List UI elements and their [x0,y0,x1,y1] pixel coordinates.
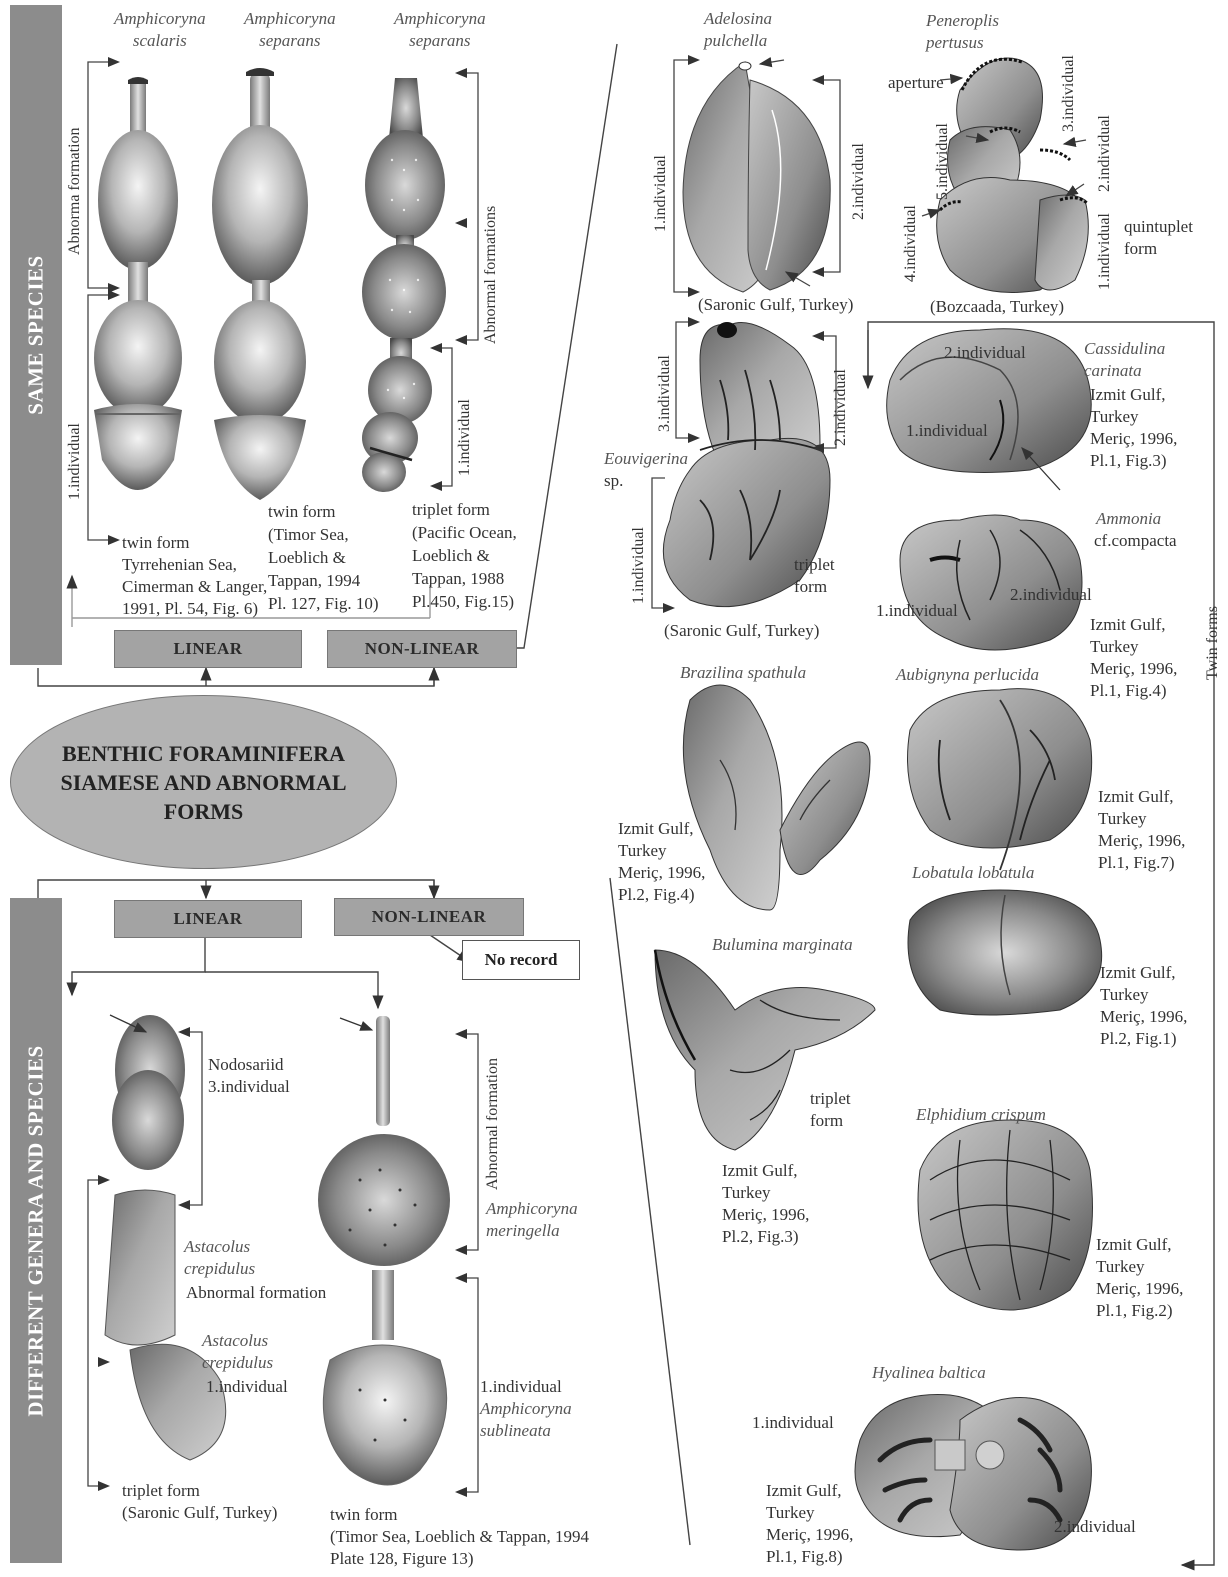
peneroplis-individual-4: 4.individual [902,205,920,282]
amphicoryna-separans-figure [212,68,308,500]
ammonia-compacta-figure [900,515,1082,650]
lobatula-name: Lobatula lobatula [912,862,1034,884]
peneroplis-individual-1: 1.individual [1096,213,1114,290]
hyalinea-reference: Izmit Gulf, Turkey Meriç, 1996, Pl.1, Fi… [766,1480,853,1568]
adelosina-individual-1: 1.individual [652,155,670,232]
eouvigerina-individual-2: 2.individual [832,369,850,446]
abnormal-formation-label: Abnormal formation [186,1282,326,1304]
bulumina-reference: Izmit Gulf, Turkey Meriç, 1996, Pl.2, Fi… [722,1160,809,1248]
amphicoryna-meringella-figure [318,1016,450,1485]
abnormal-formations-label: Abnormal formations [482,206,500,344]
eouvigerina-location: (Saronic Gulf, Turkey) [664,620,819,642]
meringella-label: Amphicoryna meringella [486,1198,578,1242]
individual-left-label: 1.individual [66,423,84,500]
adelosina-pulchella-figure [683,62,830,292]
elphidium-crispum-figure [918,1120,1093,1310]
caption-separans-1: twin form (Timor Sea, Loeblich & Tappan,… [268,500,379,615]
nonlinear-box-bottom: NON-LINEAR [334,898,524,936]
elphidium-reference: Izmit Gulf, Turkey Meriç, 1996, Pl.1, Fi… [1096,1234,1183,1322]
peneroplis-name: Peneroplis pertusus [926,10,999,54]
aperture-label: aperture [888,72,944,94]
species-label-scalaris: Amphicoryna scalaris [114,8,206,52]
peneroplis-individual-3: 3.individual [1060,55,1078,132]
twin-form-caption: twin form (Timor Sea, Loeblich & Tappan,… [330,1504,589,1570]
linear-box-bottom: LINEAR [114,900,302,938]
quintuplet-form-label: quintuplet form [1124,216,1193,260]
hyalinea-name: Hyalinea baltica [872,1362,986,1384]
hyalinea-individual-2: 2.individual [1054,1516,1136,1538]
eouvigerina-individual-1: 1.individual [630,527,648,604]
no-record-box: No record [462,940,580,980]
brazilina-spathula-figure [683,685,870,910]
individual-right-label: 1.individual [456,399,474,476]
sublineata-label: Amphicoryna sublineata [480,1398,572,1442]
bulumina-name: Bulumina marginata [712,934,853,956]
nonlinear-box-top: NON-LINEAR [327,630,517,668]
bulumina-triplet: triplet form [810,1088,851,1132]
eouvigerina-triplet: triplet form [794,554,835,598]
lobatula-lobatula-figure [908,890,1102,1015]
twin-forms-label: Twin forms [1204,606,1222,680]
cassidulina-individual-1: 1.individual [906,420,988,442]
linear-box-top: LINEAR [114,630,302,668]
same-species-band: SAME SPECIES [10,5,62,665]
ammonia-individual-2: 2.individual [1010,584,1092,606]
eouvigerina-name: Eouvigerina [604,448,688,470]
different-genera-band: DIFFERENT GENERA AND SPECIES [10,898,62,1563]
astacolus-label-2: Astacolus crepidulus [202,1330,273,1374]
species-label-separans-1: Amphicoryna separans [244,8,336,52]
abnorma-formation-label: Abnorma formation [66,127,84,255]
adelosina-individual-2: 2.individual [850,143,868,220]
central-title: BENTHIC FORAMINIFERA SIAMESE AND ABNORMA… [60,739,346,826]
aubignyna-reference: Izmit Gulf, Turkey Meriç, 1996, Pl.1, Fi… [1098,786,1185,874]
amphicoryna-separans-triplet-figure [362,78,446,492]
astacolus-individual-label: 1.individual [206,1376,288,1398]
adelosina-name: Adelosina pulchella [704,8,772,52]
caption-separans-2: triplet form (Pacific Ocean, Loeblich & … [412,498,517,613]
sublineata-individual-label: 1.individual [480,1376,562,1398]
peneroplis-individual-5: 5.individual [934,123,952,200]
caption-scalaris: twin form Tyrrehenian Sea, Cimerman & La… [122,532,267,620]
ammonia-name: Ammonia [1096,508,1161,530]
eouvigerina-individual-3: 3.individual [656,355,674,432]
cassidulina-name: Cassidulina carinata [1084,338,1165,382]
ammonia-cf-compacta: cf.compacta [1094,530,1177,552]
nodosariid-label: Nodosariid 3.individual [208,1054,290,1098]
triplet-form-caption: triplet form (Saronic Gulf, Turkey) [122,1480,277,1524]
astacolus-label-1: Astacolus crepidulus [184,1236,255,1280]
central-title-ellipse: BENTHIC FORAMINIFERA SIAMESE AND ABNORMA… [10,695,397,869]
eouvigerina-sp: sp. [604,470,623,492]
ammonia-reference: Izmit Gulf, Turkey Meriç, 1996, Pl.1, Fi… [1090,614,1177,702]
amphicoryna-scalaris-figure [94,77,182,490]
brazilina-reference: Izmit Gulf, Turkey Meriç, 1996, Pl.2, Fi… [618,818,705,906]
species-label-separans-2: Amphicoryna separans [394,8,486,52]
peneroplis-location: (Bozcaada, Turkey) [930,296,1064,318]
hyalinea-individual-1: 1.individual [752,1412,834,1434]
lobatula-reference: Izmit Gulf, Turkey Meriç, 1996, Pl.2, Fi… [1100,962,1187,1050]
elphidium-name: Elphidium crispum [916,1104,1046,1126]
aubignyna-name: Aubignyna perlucida [896,664,1039,686]
peneroplis-individual-2: 2.individual [1096,115,1114,192]
aubignyna-perlucida-figure [908,689,1092,870]
adelosina-location: (Saronic Gulf, Turkey) [698,294,853,316]
brazilina-name: Brazilina spathula [680,662,806,684]
ammonia-individual-1: 1.individual [876,600,958,622]
cassidulina-reference: Izmit Gulf, Turkey Meriç, 1996, Pl.1, Fi… [1090,384,1177,472]
abnormal-formation-vertical: Abnormal formation [484,1058,502,1190]
cassidulina-individual-2: 2.individual [944,342,1026,364]
